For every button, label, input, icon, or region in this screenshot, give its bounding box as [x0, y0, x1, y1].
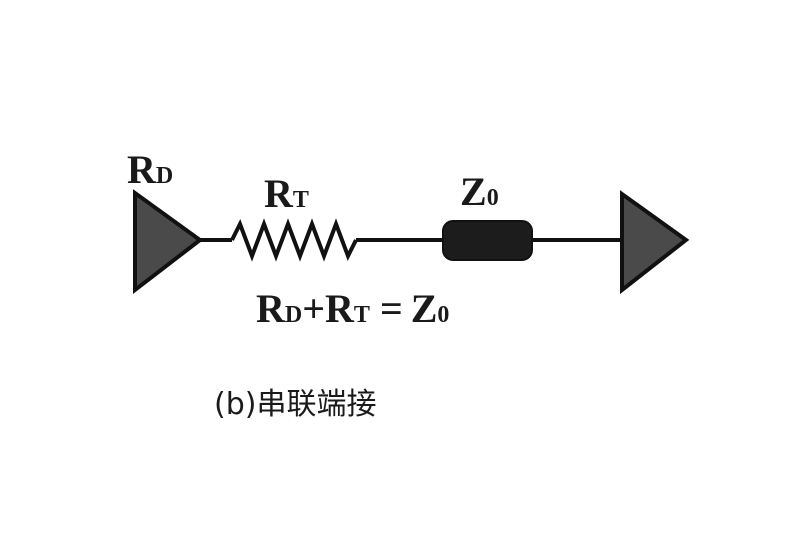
series-resistor — [230, 218, 358, 262]
driver-label: RD — [127, 147, 173, 192]
equation-term3-main: Z — [411, 286, 438, 331]
figure-caption: (b)串联端接 — [214, 387, 376, 422]
line-label-main: Z — [460, 169, 487, 214]
equation-term3-sub: 0 — [437, 302, 449, 328]
equation-term1-sub: D — [285, 302, 302, 328]
line-label-sub: 0 — [487, 185, 499, 211]
equation-equals: = — [370, 286, 403, 331]
resistor-label-sub: T — [293, 187, 309, 213]
resistor-label-main: R — [264, 171, 294, 216]
line-label: Z0 — [460, 169, 499, 214]
driver-label-main: R — [127, 147, 157, 192]
resistor-label: RT — [264, 171, 309, 216]
equation-plus: + — [302, 286, 325, 331]
driver-buffer-triangle — [133, 189, 204, 295]
termination-equation: RD+RT =Z0 — [256, 286, 449, 331]
equation-term1-main: R — [256, 286, 286, 331]
equation-term2-sub: T — [354, 302, 370, 328]
driver-label-sub: D — [156, 163, 173, 189]
equation-term2-main: R — [325, 286, 355, 331]
transmission-line — [442, 220, 533, 261]
receiver-buffer-triangle — [620, 190, 690, 295]
